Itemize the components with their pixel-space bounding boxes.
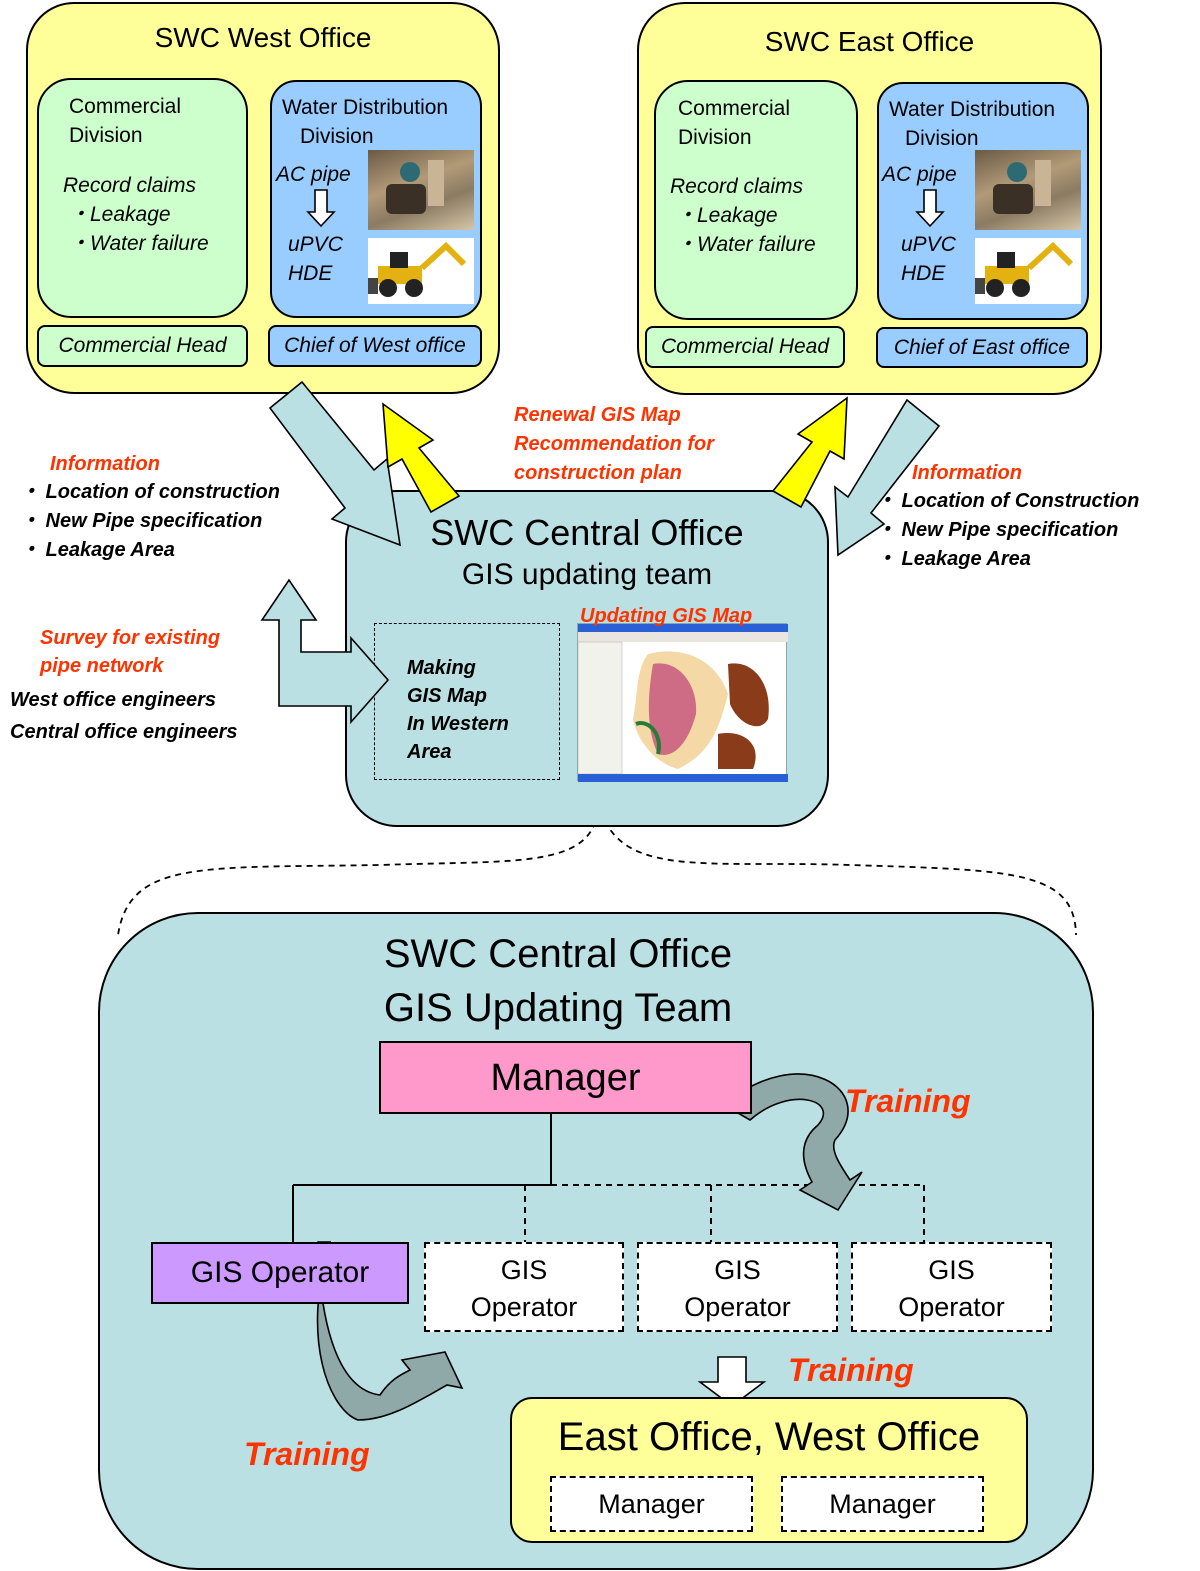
training-down-arrow bbox=[697, 1356, 767, 1407]
east-pipe-photo bbox=[975, 150, 1081, 230]
east-office-title: SWC East Office bbox=[764, 26, 975, 57]
dashed-brace-left bbox=[117, 799, 599, 936]
survey-engineers-central: Central office engineers bbox=[10, 721, 238, 743]
manager-box: Manager bbox=[379, 1041, 752, 1114]
office-manager-1: Manager bbox=[550, 1476, 753, 1532]
info-right-title: Information bbox=[912, 462, 1022, 484]
central-office-title: SWC Central Office bbox=[430, 512, 744, 553]
manager-label: Manager bbox=[490, 1057, 641, 1099]
east-hde: HDE bbox=[901, 262, 946, 285]
survey-label: Survey for existing pipe network West of… bbox=[10, 624, 237, 748]
updating-gis-map-label: Updating GIS Map bbox=[580, 605, 753, 627]
west-commercial-claims: Record claims ・Leakage ・Water failure bbox=[63, 174, 209, 255]
info-left: Information ・ Location of construction ・… bbox=[20, 450, 280, 565]
survey-engineers-west: West office engineers bbox=[10, 689, 216, 711]
renewal-label: Renewal GIS Map Recommendation for const… bbox=[514, 404, 715, 484]
gis-map-screenshot bbox=[577, 623, 788, 782]
east-commercial-claims: Record claims ・Leakage ・Water failure bbox=[670, 175, 816, 256]
team-subtitle: GIS Updating Team bbox=[383, 986, 733, 1030]
west-chief: Chief of West office bbox=[268, 325, 482, 367]
east-west-office-box: East Office, West Office Manager Manager bbox=[510, 1397, 1028, 1543]
survey-title-line2: pipe network bbox=[40, 655, 164, 677]
east-west-office-title: East Office, West Office bbox=[557, 1415, 981, 1459]
dashed-brace-right bbox=[597, 799, 1077, 936]
team-title: SWC Central Office bbox=[383, 932, 733, 976]
survey-title-line1: Survey for existing bbox=[40, 627, 221, 649]
gis-operator-main: GIS Operator bbox=[151, 1242, 409, 1304]
info-left-list: ・ Location of construction ・ New Pipe sp… bbox=[20, 481, 280, 561]
west-office-title: SWC West Office bbox=[154, 22, 372, 53]
office-manager-2: Manager bbox=[781, 1476, 984, 1532]
training-label-bottom: Training bbox=[244, 1436, 370, 1472]
training-curve-arrow-bottom bbox=[316, 1241, 464, 1421]
west-pipe-photo bbox=[368, 150, 474, 230]
training-label-mid: Training bbox=[788, 1352, 914, 1388]
training-label-top: Training bbox=[845, 1083, 971, 1119]
info-left-title: Information bbox=[50, 453, 160, 475]
west-excavator-photo bbox=[368, 238, 474, 304]
gis-operator-main-label: GIS Operator bbox=[190, 1256, 370, 1289]
info-right: Information ・ Location of Construction ・… bbox=[876, 459, 1139, 574]
east-down-arrow bbox=[915, 189, 945, 228]
info-right-list: ・ Location of Construction ・ New Pipe sp… bbox=[876, 490, 1140, 570]
office-manager-1-label: Manager bbox=[598, 1489, 705, 1519]
east-commercial-head: Commercial Head bbox=[645, 326, 845, 368]
east-upvc: uPVC bbox=[901, 233, 956, 256]
east-chief: Chief of East office bbox=[876, 327, 1088, 368]
making-gis-map-text: Making GIS Map In Western Area bbox=[407, 657, 509, 763]
office-manager-2-label: Manager bbox=[829, 1489, 936, 1519]
west-commercial-head: Commercial Head bbox=[37, 325, 248, 367]
west-down-arrow bbox=[306, 189, 336, 228]
west-ac-pipe: AC pipe bbox=[276, 163, 351, 186]
central-office-subtitle: GIS updating team bbox=[461, 558, 713, 591]
east-ac-pipe: AC pipe bbox=[882, 163, 957, 186]
west-upvc: uPVC bbox=[288, 233, 343, 256]
west-hde: HDE bbox=[288, 262, 333, 285]
east-excavator-photo bbox=[975, 238, 1081, 304]
making-gis-map-box: Making GIS Map In Western Area bbox=[374, 623, 560, 780]
training-curve-arrow-top bbox=[722, 1073, 863, 1212]
